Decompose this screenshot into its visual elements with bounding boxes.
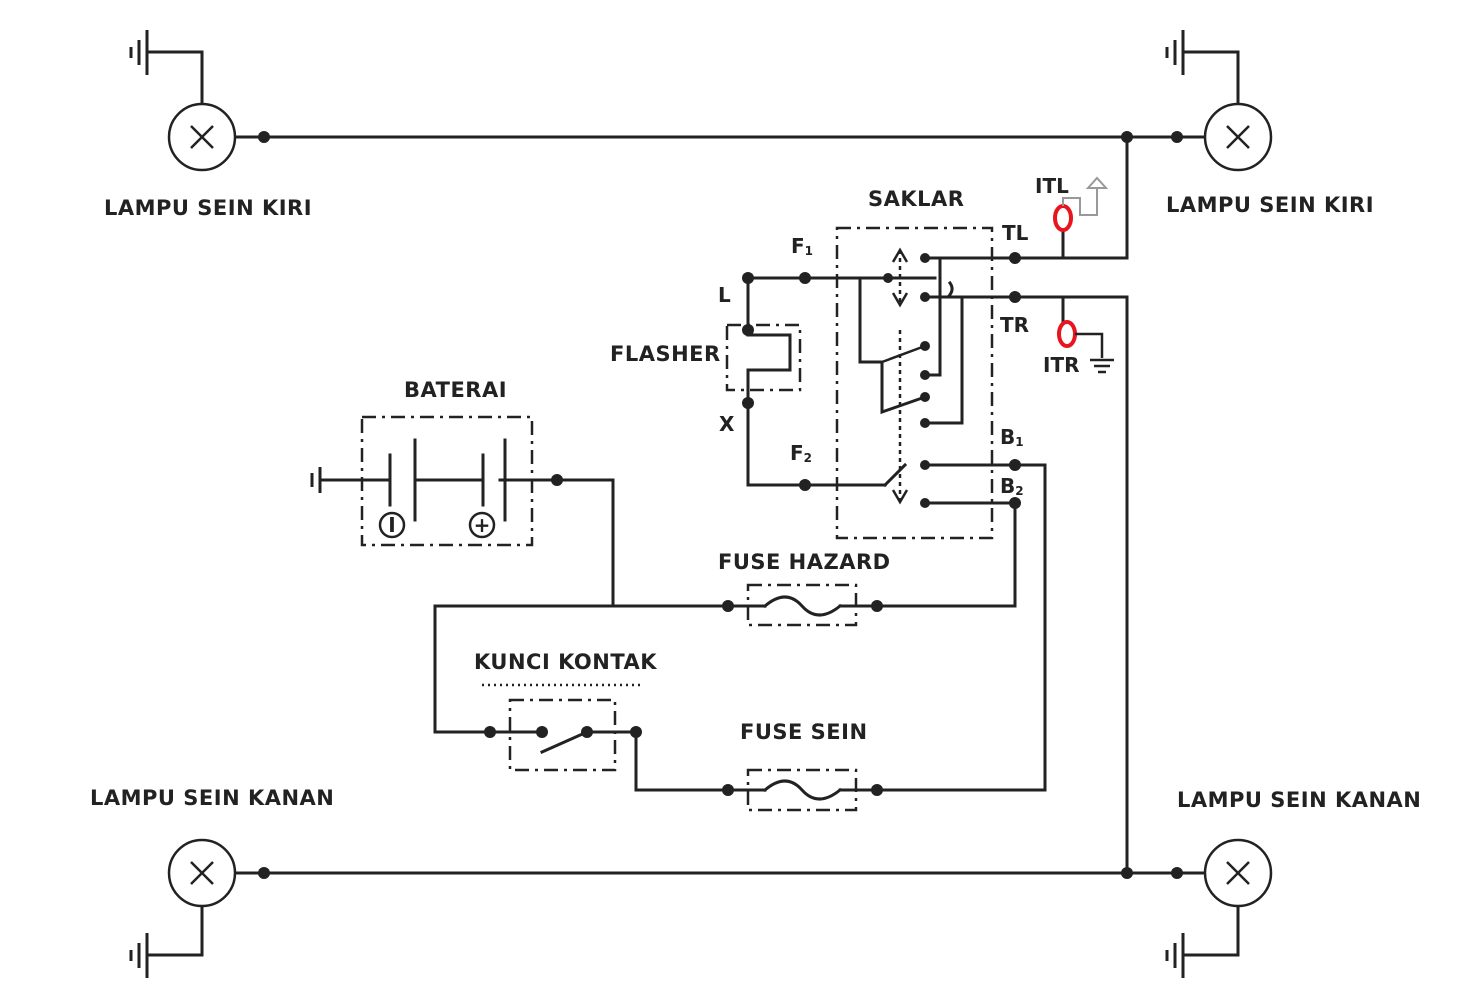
pin-label-f2: F2 [790,441,812,465]
wire-flasher-x-to-f2 [746,383,887,487]
svg-text:+: + [474,513,491,537]
label-lamp-front-left: LAMPU SEIN KIRI [104,196,312,220]
svg-text:I: I [388,513,395,537]
label-lamp-rear-left: LAMPU SEIN KIRI [1166,193,1374,217]
junction-dots [258,131,1183,879]
ground-icon [310,467,322,493]
battery: I + [310,415,537,547]
indicator-lamp-icon [1053,204,1073,232]
pin-label-x: X [719,412,735,436]
indicator-right [1057,320,1114,374]
ground-icon [1090,358,1114,374]
pin-label-f1: F1 [791,234,813,258]
wire-b2-to-fuse-hazard [875,501,1017,608]
wire-flasher-l-to-f1 [746,276,937,332]
label-battery: BATERAI [404,378,507,402]
label-fuse-sein: FUSE SEIN [740,720,868,744]
label-switch: SAKLAR [868,187,964,211]
wire-battery-positive [498,478,730,608]
label-ignition: KUNCI KONTAK [474,650,657,674]
ground-icon [1165,30,1185,75]
wire-b1-to-fuse-sein [875,463,1047,792]
turn-signal-switch [835,226,994,540]
wire-tr-to-right-bus [923,295,1129,875]
lamp-rear-left [1165,30,1273,172]
label-fuse-hazard: FUSE HAZARD [718,550,891,574]
ignition-switch [482,683,642,772]
battery-negative-terminal: I [378,511,406,539]
pin-label-l: L [718,283,731,307]
wires [234,135,1207,875]
lamp-front-left [129,30,237,172]
ground-icon [129,933,149,978]
pin-label-tl: TL [1002,221,1029,245]
ground-icon [1085,176,1109,189]
lamp-front-right [129,838,237,978]
label-lamp-rear-right: LAMPU SEIN KANAN [1177,788,1421,812]
battery-positive-terminal: + [468,511,496,539]
indicator-lamp-icon [1057,320,1077,348]
fuse-sein [726,768,879,812]
label-indicator-left: ITL [1035,174,1069,198]
indicator-left [1053,176,1109,232]
pin-label-tr: TR [1000,313,1029,337]
pin-label-b1: B1 [1000,425,1024,449]
label-flasher: FLASHER [610,342,721,366]
wire-ignition-to-fuse-sein [585,730,730,792]
flasher [725,323,802,392]
fuse-hazard [726,583,879,627]
lamp-rear-right [1165,838,1273,978]
pin-label-b2: B2 [1000,474,1024,498]
label-indicator-right: ITR [1043,353,1079,377]
ground-icon [1165,933,1185,978]
label-lamp-front-right: LAMPU SEIN KANAN [90,786,334,810]
ground-icon [129,30,149,75]
